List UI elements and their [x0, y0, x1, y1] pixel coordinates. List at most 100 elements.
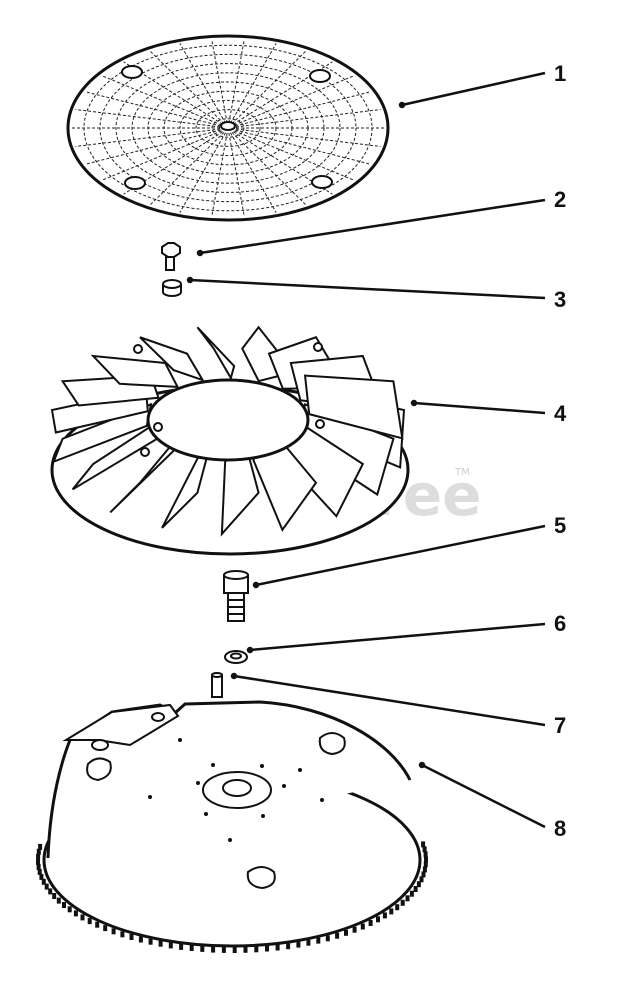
leader-line-1	[401, 71, 546, 107]
ring-gear-tooth	[360, 923, 365, 930]
callout-number-1: 1	[554, 61, 566, 86]
ring-gear-tooth	[148, 938, 153, 945]
screen-spoke	[234, 75, 355, 126]
screen-spoke	[235, 91, 371, 127]
screen-spoke	[179, 43, 226, 124]
ring-gear-tooth	[325, 935, 330, 942]
screen-spoke	[85, 91, 221, 127]
callout-number-8: 8	[554, 816, 566, 841]
ring-gear-tooth	[221, 946, 226, 953]
leader-line-7	[233, 674, 546, 727]
callout-number-7: 7	[554, 713, 566, 738]
screen-ring	[115, 63, 341, 193]
ring-gear-tooth	[36, 858, 40, 865]
ring-gear-tooth	[423, 861, 428, 868]
part-4-fan	[50, 325, 410, 556]
ring-gear-tooth	[421, 841, 426, 848]
ring-gear-tooth	[200, 945, 205, 952]
ring-gear-tooth	[39, 873, 44, 880]
screen-spoke	[149, 131, 225, 206]
screen-spoke	[235, 128, 381, 148]
ring-gear-tooth	[254, 946, 259, 953]
ring-gear-tooth	[419, 876, 424, 883]
ring-gear-tooth	[376, 916, 380, 923]
ring-gear-tooth	[80, 914, 85, 921]
ring-gear-tooth	[189, 945, 194, 951]
part-3-washer	[162, 279, 182, 297]
screen-spoke	[228, 132, 245, 217]
screen-spoke	[85, 129, 221, 165]
ring-gear-tooth	[395, 904, 400, 911]
screen-spoke	[231, 50, 307, 125]
leader-line-3	[189, 278, 546, 300]
ring-gear-tooth	[416, 881, 421, 888]
screen-spoke	[101, 75, 222, 126]
ring-gear-tooth	[405, 895, 410, 902]
fan-blade	[303, 374, 404, 440]
ring-gear-tooth	[344, 929, 348, 936]
screen-spoke	[235, 108, 381, 128]
leader-line-5	[255, 524, 546, 587]
ring-gear-tooth	[352, 926, 357, 933]
watermark-tm: TM	[454, 467, 470, 478]
screen-spoke	[230, 43, 277, 124]
callout-number-6: 6	[554, 611, 566, 636]
leader-line-4	[413, 401, 546, 415]
callout-numbers: 1 2 3 4 5 6 7 8	[554, 61, 567, 841]
ring-gear-tooth	[275, 944, 280, 951]
ring-gear-tooth	[120, 931, 125, 938]
leader-line-2	[199, 198, 546, 255]
ring-gear-tooth	[400, 899, 405, 906]
ring-gear-tooth	[103, 925, 108, 932]
callout-number-5: 5	[554, 513, 566, 538]
screen-spoke	[231, 131, 307, 206]
ring-gear-tooth	[129, 934, 134, 940]
ring-gear-tooth	[62, 902, 66, 908]
ring-gear-tooth	[37, 868, 42, 875]
part-8-flywheel	[36, 656, 428, 953]
ring-gear-tooth	[48, 888, 53, 895]
leader-line-8	[421, 763, 546, 829]
ring-gear-tooth	[52, 893, 57, 899]
fan-blade	[139, 336, 205, 382]
part-1-screen	[66, 34, 390, 222]
ring-gear-tooth	[158, 940, 163, 947]
ring-gear-tooth	[232, 947, 237, 953]
screen-ring	[195, 109, 261, 147]
ring-gear-tooth	[111, 928, 116, 935]
ring-gear-tooth	[56, 897, 61, 904]
ring-gear-tooth	[36, 848, 41, 855]
part-6-washer	[224, 650, 248, 664]
leader-lines	[186, 71, 546, 829]
leader-line-6	[249, 622, 546, 652]
ring-gear-tooth	[138, 936, 143, 943]
ring-gear-tooth	[168, 942, 173, 949]
callout-number-4: 4	[554, 401, 567, 426]
part-5-nut	[223, 570, 249, 622]
ring-gear-tooth	[335, 932, 340, 939]
ring-gear-tooth	[286, 943, 291, 950]
ring-gear-tooth	[95, 921, 100, 928]
ring-gear-tooth	[296, 941, 301, 948]
fan-blade	[90, 354, 180, 388]
ring-gear-tooth	[424, 856, 428, 863]
ring-gear-tooth	[179, 943, 184, 950]
ring-gear-tooth	[265, 945, 269, 952]
screen-spoke	[101, 130, 222, 181]
screen-spoke	[235, 129, 371, 165]
screen-spoke	[234, 130, 355, 181]
ring-gear-tooth	[413, 886, 418, 892]
ring-gear-tooth	[36, 863, 41, 870]
screen-spoke	[228, 39, 245, 124]
screen-spoke	[75, 108, 221, 128]
screen-spoke	[75, 128, 221, 148]
ring-gear-tooth	[422, 866, 427, 873]
ring-gear-tooth	[422, 846, 427, 853]
ring-gear-tooth	[409, 890, 414, 897]
ring-gear-tooth	[44, 883, 49, 890]
ring-gear-tooth	[306, 939, 311, 946]
ring-gear-tooth	[67, 906, 72, 913]
ring-gear-tooth	[87, 918, 92, 925]
screen-spoke	[179, 132, 226, 213]
